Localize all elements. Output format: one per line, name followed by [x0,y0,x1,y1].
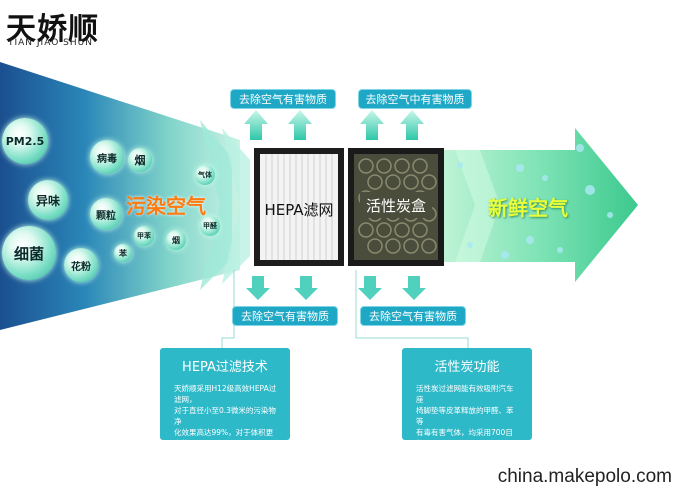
pollutant-bubble-pollen: 花粉 [64,248,98,282]
water-droplet [557,247,563,253]
pollutant-bubble-particles: 颗粒 [90,198,122,230]
pollutant-benzene-label: 苯 [114,244,132,262]
pollutant-bubble-virus: 病毒 [90,140,124,174]
hepa-info-line: 天娇顺采用H12级高效HEPA过滤网， [174,384,277,404]
water-droplet [467,242,473,248]
pollutant-gas-label: 气体 [195,165,215,185]
hepa-info-box: HEPA过滤技术 天娇顺采用H12级高效HEPA过滤网， 对于直径小至0.3微米… [160,348,290,459]
carbon-info-title: 活性炭功能 [434,360,500,375]
water-droplet [607,212,613,218]
up-arrows [244,110,424,140]
down-arrow [246,276,270,300]
brand-logo: 天娇顺 [6,12,99,47]
pollutant-bubble-smoke: 烟 [128,148,152,172]
water-droplet [516,164,524,172]
up-arrow [400,110,424,140]
fresh-air-label: 新鲜空气 [488,196,568,220]
water-droplet [501,251,509,259]
down-arrow [294,276,318,300]
pollutant-formaldehyde-label: 甲醛 [200,216,220,236]
carbon-info-line: 椅脚垫等皮革释放的甲醛、苯等 [416,406,514,426]
removal-label-top-right: 去除空气中有害物质 [358,89,472,109]
removal-label-bottom-right: 去除空气有害物质 [360,306,466,326]
flow-chevron [455,150,500,262]
fresh-air-arrow [440,128,638,282]
pollutant-smoke-label-small: 烟 [166,230,186,250]
polluted-air-cone [0,62,240,330]
pollutant-toluene-label: 甲苯 [134,226,154,246]
water-droplet [526,236,534,244]
up-arrow [288,110,312,140]
up-arrow [360,110,384,140]
pollutant-bubble-odor: 异味 [28,180,68,220]
water-droplet [457,162,463,168]
flow-chevron [222,128,250,284]
hepa-filter-label: HEPA滤网 [264,200,334,219]
brand-logo-subtitle: TIAN JIAO SHUN [8,38,93,48]
flow-chevron [200,120,232,290]
water-droplet [542,175,548,181]
down-arrow [358,276,382,300]
carbon-info-line: 有毒有害气体，均采用700目的4 [416,428,513,448]
pollutant-bubble-bacteria: 细菌 [2,226,56,280]
hepa-info-line: 对于直径小至0.3微米的污染物净 [174,406,276,426]
carbon-info-line: 活性炭过滤网能有效吸附汽车座 [416,384,514,404]
down-arrow [402,276,426,300]
connector-line [221,270,235,348]
down-arrows [246,276,426,300]
hepa-filter-media [260,154,338,260]
removal-label-top-left: 去除空气有害物质 [230,89,336,109]
hepa-info-line: 病毒的祛除率高达70% [174,450,251,459]
water-droplet [585,185,595,195]
carbon-info-line: 级竹炭制作。 [416,450,461,459]
removal-label-bottom-left: 去除空气有害物质 [232,306,338,326]
hepa-info-title: HEPA过滤技术 [182,360,268,375]
up-arrow [244,110,268,140]
watermark: china.makepolo.com [497,466,672,487]
polluted-air-label: 污染空气 [126,194,206,218]
connector-line [355,270,469,348]
carbon-info-box: 活性炭功能 活性炭过滤网能有效吸附汽车座 椅脚垫等皮革释放的甲醛、苯等 有毒有害… [402,348,532,459]
carbon-filter-label: 活性炭盒 [365,196,426,215]
water-droplet [576,144,584,152]
pollutant-bubble-pm25: PM2.5 [2,118,48,164]
carbon-info-body: 活性炭过滤网能有效吸附汽车座 椅脚垫等皮革释放的甲醛、苯等 有毒有害气体，均采用… [416,383,520,460]
hepa-info-body: 天娇顺采用H12级高效HEPA过滤网， 对于直径小至0.3微米的污染物净 化效果… [174,383,278,460]
hepa-info-line: 化效果高达99%，对于体积更小的 [174,428,274,448]
